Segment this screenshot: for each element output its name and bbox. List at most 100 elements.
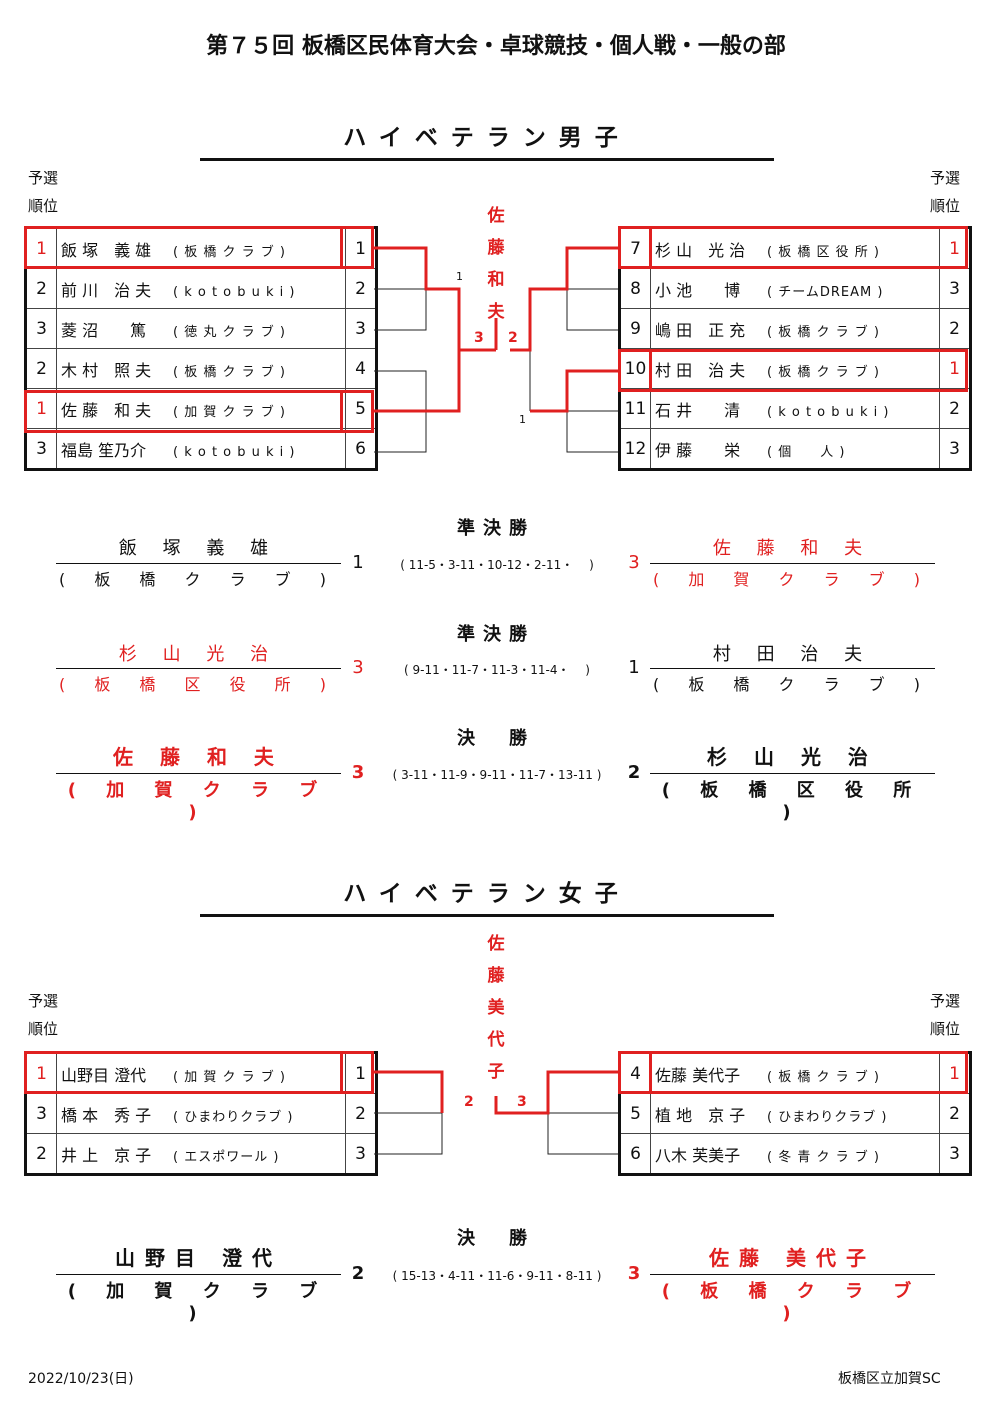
men-left-table: 1 飯 塚 義 雄( 板 橋 ク ラ ブ ) 1 2 前 川 治 夫( k o … — [24, 226, 378, 471]
name-cell: 伊 藤 栄( 個 人 ) — [650, 428, 940, 470]
semi1-left-rule — [56, 563, 341, 564]
men-final-right-club: ( 板 橋 区 役 所 ) — [661, 780, 924, 823]
table-row: 12 伊 藤 栄( 個 人 ) 3 — [619, 428, 971, 470]
player-club: ( k o t o b u k i ) — [767, 404, 890, 420]
semi2-left-name: 杉 山 光 治 — [118, 644, 279, 665]
name-cell: 飯 塚 義 雄( 板 橋 ク ラ ブ ) — [56, 227, 346, 269]
women-final-score-right: 3 — [517, 1094, 527, 1110]
women-left-label-2: 順位 — [28, 1020, 59, 1038]
men-champion-name: 佐 藤 和 夫 — [481, 200, 511, 328]
name-cell: 植 地 京 子 ( ひまわりクラブ ) — [650, 1093, 940, 1134]
women-final-right-name: 佐藤 美代子 — [709, 1246, 876, 1270]
player-name: 菱 沼 篤 — [61, 320, 147, 340]
player-name: 嶋 田 正 充 — [655, 320, 746, 340]
player-name: 八木 芙美子 — [655, 1145, 741, 1165]
men-final-games: ( 3-11・11-9・9-11・11-7・13-11 ) — [392, 768, 602, 782]
men-right-label-2: 順位 — [930, 197, 961, 215]
player-name: 飯 塚 義 雄 — [61, 240, 152, 260]
semi2-right-rule — [650, 668, 935, 669]
player-club: ( 板 橋 ク ラ ブ ) — [173, 364, 286, 380]
men-champion-char: 佐 — [487, 206, 505, 226]
table-row: 8 小 池 博( チームDREAM ) 3 — [619, 268, 971, 309]
women-final-games: ( 15-13・4-11・11-6・9-11・8-11 ) — [392, 1269, 602, 1283]
women-final-right-club: ( 板 橋 ク ラ ブ ) — [661, 1281, 924, 1324]
women-final-right-rule — [650, 1274, 935, 1275]
seed-cell: 4 — [345, 348, 377, 389]
player-club: ( k o t o b u k i ) — [173, 284, 296, 300]
player-club: ( 加 賀 ク ラ ブ ) — [173, 1069, 286, 1085]
player-name: 植 地 京 子 — [655, 1105, 746, 1125]
player-club: ( ひまわりクラブ ) — [173, 1109, 294, 1125]
player-club: ( ひまわりクラブ ) — [767, 1109, 888, 1125]
men-final-right-name: 杉 山 光 治 — [707, 745, 878, 769]
rank-cell: 2 — [25, 1133, 57, 1175]
women-final-left-rule — [56, 1274, 341, 1275]
player-name: 村 田 治 夫 — [655, 360, 746, 380]
men-final-score-right: 2 — [508, 330, 518, 346]
player-name: 井 上 京 子 — [61, 1145, 152, 1165]
player-name: 木 村 照 夫 — [61, 360, 152, 380]
player-name: 山野目 澄代 — [61, 1065, 147, 1085]
table-row: 2 木 村 照 夫( 板 橋 ク ラ ブ ) 4 — [25, 348, 377, 389]
women-champion-char: 佐 — [487, 934, 505, 954]
seed-cell: 6 — [619, 1133, 651, 1175]
table-row: 6 八木 芙美子 ( 冬 青 ク ラ ブ ) 3 — [619, 1133, 971, 1175]
women-final-score-left: 2 — [464, 1094, 474, 1110]
men-left-label-1: 予選 — [28, 169, 59, 187]
player-club: ( 徳 丸 ク ラ ブ ) — [173, 324, 286, 340]
men-right-label-1: 予選 — [930, 169, 961, 187]
women-final-label: 決 勝 — [457, 1228, 535, 1249]
semi2-left-club: ( 板 橋 区 役 所 ) — [58, 675, 338, 694]
semi2-right-club: ( 板 橋 ク ラ ブ ) — [652, 675, 932, 694]
semi2-games: ( 9-11・11-7・11-3・11-4・ ) — [404, 663, 590, 677]
seed-cell: 12 — [619, 428, 651, 470]
semi1-games: ( 11-5・3-11・10-12・2-11・ ) — [400, 558, 594, 572]
women-right-table: 4 佐藤 美代子( 板 橋 ク ラ ブ ) 1 5 植 地 京 子( ひまわりク… — [618, 1051, 972, 1176]
semi2-right-score: 1 — [628, 657, 640, 678]
men-champion-char: 夫 — [487, 302, 505, 322]
men-bracket-score-1: 1 — [456, 270, 463, 283]
rank-cell: 3 — [939, 1133, 971, 1175]
women-champion-char: 藤 — [487, 966, 505, 986]
men-final-score-left: 3 — [474, 330, 484, 346]
semi2-right-name: 村 田 治 夫 — [712, 644, 873, 665]
semi2-left-rule — [56, 668, 341, 669]
table-row: 4 佐藤 美代子( 板 橋 ク ラ ブ ) 1 — [619, 1052, 971, 1094]
semi2-label: 準決勝 — [457, 624, 535, 645]
player-club: ( 板 橋 ク ラ ブ ) — [767, 324, 880, 340]
footer-date: 2022/10/23(日) — [28, 1371, 134, 1387]
men-champion-char: 和 — [487, 270, 505, 290]
player-name: 伊 藤 栄 — [655, 440, 741, 460]
name-cell: 福島 笙乃介( k o t o b u k i ) — [56, 428, 346, 470]
semi1-right-rule — [650, 563, 935, 564]
men-final-left-name: 佐 藤 和 夫 — [113, 745, 284, 769]
men-champion-char: 藤 — [487, 238, 505, 258]
player-name: 石 井 清 — [655, 400, 741, 420]
men-final-left-rule — [56, 773, 341, 774]
men-bracket-score-2: 1 — [519, 413, 526, 426]
table-row: 1 佐 藤 和 夫( 加 賀 ク ラ ブ ) 5 — [25, 388, 377, 429]
men-final-right-rule — [650, 773, 935, 774]
name-cell: 井 上 京 子( エスポワール ) — [56, 1133, 346, 1175]
women-right-label-2: 順位 — [930, 1020, 961, 1038]
player-name: 福島 笙乃介 — [61, 440, 147, 460]
seed-cell: 10 — [619, 348, 651, 389]
player-club: ( 冬 青 ク ラ ブ ) — [767, 1149, 880, 1165]
seed-cell: 2 — [345, 1093, 377, 1134]
semi1-right-name: 佐 藤 和 夫 — [712, 538, 873, 559]
table-row: 3 橋 本 秀 子( ひまわりクラブ ) 2 — [25, 1093, 377, 1134]
women-final-left-club: ( 加 賀 ク ラ ブ ) — [67, 1281, 330, 1324]
name-cell: 八木 芙美子 ( 冬 青 ク ラ ブ ) — [650, 1133, 940, 1175]
name-cell: 杉 山 光 治( 板 橋 区 役 所 ) — [650, 227, 940, 269]
seed-cell: 7 — [619, 227, 651, 269]
men-section-title: ハイベテラン男子 — [343, 125, 631, 151]
player-club: ( チームDREAM ) — [767, 284, 884, 300]
player-name: 佐藤 美代子 — [655, 1065, 741, 1085]
women-left-label-1: 予選 — [28, 992, 59, 1010]
table-row: 1 飯 塚 義 雄( 板 橋 ク ラ ブ ) 1 — [25, 227, 377, 269]
seed-cell: 6 — [345, 428, 377, 470]
semi1-right-club: ( 加 賀 ク ラ ブ ) — [652, 570, 932, 589]
player-name: 前 川 治 夫 — [61, 280, 152, 300]
women-final-right-score: 3 — [627, 1263, 641, 1284]
men-title-underline — [200, 158, 774, 161]
